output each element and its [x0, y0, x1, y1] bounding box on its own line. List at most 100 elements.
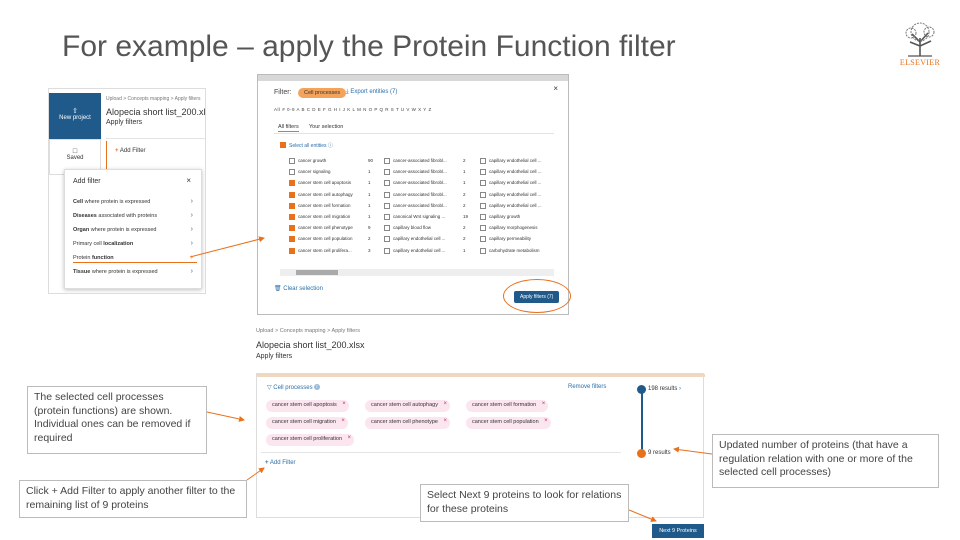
entity-checkbox[interactable] [384, 247, 390, 254]
close-icon[interactable]: × [186, 176, 191, 185]
entity-checkbox[interactable] [384, 180, 390, 187]
entity-checkbox[interactable] [384, 169, 390, 176]
tab-your-selection[interactable]: Your selection [309, 124, 344, 130]
filter-option-localization[interactable]: Primary cell localization› [73, 240, 193, 247]
entity-checkbox[interactable] [289, 202, 295, 209]
add-filter-label: Add Filter [119, 148, 146, 154]
entity-name: cancer-associated fibrobl... [393, 169, 447, 175]
filter-chip[interactable]: cancer stem cell phenotype× [365, 417, 450, 429]
entity-checkbox[interactable] [480, 236, 486, 243]
entity-checkbox[interactable] [480, 191, 486, 198]
filter-chip[interactable]: cancer stem cell migration× [266, 417, 348, 429]
entity-checkbox[interactable] [480, 202, 486, 209]
plus-icon: + [115, 148, 119, 154]
results-total[interactable]: 198 results › [648, 386, 682, 392]
entity-name: capillary growth [489, 214, 521, 219]
entity-name: capillary endothelial cell ... [489, 202, 542, 208]
remove-filters-link[interactable]: Remove filters [568, 384, 607, 390]
remove-icon: × [347, 435, 352, 441]
entity-checkbox[interactable] [289, 180, 295, 187]
callout-updated-count: Updated number of proteins (that have a … [712, 434, 939, 488]
export-entities-link[interactable]: ⤓ Export entities (7) [346, 89, 398, 95]
chevron-right-icon: › [190, 226, 193, 233]
info-icon: ⓘ [327, 143, 333, 149]
filter-option-tissue[interactable]: Tissue where protein is expressed› [73, 268, 193, 275]
entity-name: capillary endothelial cell ... [489, 158, 542, 163]
filter-chip[interactable]: cancer stem cell apoptosis× [266, 400, 349, 412]
tab-all-filters[interactable]: All filters [278, 124, 299, 132]
entity-checkbox[interactable] [289, 158, 295, 164]
alphabet-index[interactable]: All # 0-9 A B C D E F G H I J K L M N O … [274, 107, 432, 112]
dialog-title: Add filter [73, 178, 101, 185]
entity-checkbox[interactable] [480, 247, 486, 254]
chevron-right-icon: › [190, 268, 193, 275]
entity-name: cancer stem cell autophagy [298, 191, 353, 197]
entity-checkbox[interactable] [384, 158, 390, 164]
filter-chip[interactable]: cancer stem cell population× [466, 417, 551, 429]
entity-checkbox[interactable] [289, 236, 295, 243]
clear-selection-link[interactable]: 🗑 Clear selection [274, 286, 323, 292]
entity-checkbox[interactable] [384, 236, 390, 243]
scrollbar-thumb[interactable] [296, 270, 338, 275]
select-all-link[interactable]: Select all entities ⓘ [289, 143, 333, 149]
entity-checkbox[interactable] [289, 169, 295, 176]
filter-option-cell[interactable]: Cell where protein is expressed› [73, 198, 193, 205]
entity-name: cancer signaling [298, 169, 331, 175]
remove-icon: × [341, 418, 345, 424]
remove-icon: × [342, 401, 346, 407]
entity-name: capillary endothelial cell ... [393, 236, 446, 242]
entity-checkbox[interactable] [480, 158, 486, 164]
add-filter-link[interactable]: + Add Filter [265, 460, 296, 466]
start-node [637, 385, 646, 394]
entity-count: 1 [463, 180, 466, 186]
filter-chip[interactable]: cancer stem cell proliferation× [266, 434, 355, 446]
entity-name: capillary endothelial cell ... [489, 180, 542, 186]
filter-option-organ[interactable]: Organ where protein is expressed› [73, 226, 193, 233]
entity-count: 2 [463, 225, 466, 231]
file-title: Alopecia short list_200.xlsx [106, 107, 206, 117]
active-filter-chip[interactable]: Cell processes [298, 88, 347, 98]
entity-count: 9 [368, 225, 371, 231]
entity-checkbox[interactable] [289, 191, 295, 198]
entity-name: capillary endothelial cell ... [393, 247, 446, 253]
entity-checkbox[interactable] [384, 214, 390, 220]
results-filtered[interactable]: 9 results [648, 450, 671, 456]
select-all-checkbox[interactable] [280, 142, 286, 148]
entity-count: 2 [368, 236, 371, 242]
callout-add-filter: Click + Add Filter to apply another filt… [19, 480, 247, 518]
entity-checkbox[interactable] [289, 247, 295, 254]
filter-option-protein-function[interactable]: Protein function› [73, 254, 197, 263]
entity-count: 1 [368, 202, 371, 208]
filter-option-diseases[interactable]: Diseases associated with proteins› [73, 212, 193, 219]
next-proteins-button[interactable]: Next 9 Proteins [652, 524, 704, 538]
close-icon[interactable]: × [553, 84, 558, 93]
entity-checkbox[interactable] [480, 214, 486, 220]
saved-label: Saved [66, 155, 84, 161]
slide-title: For example – apply the Protein Function… [62, 30, 676, 63]
entity-checkbox[interactable] [289, 214, 295, 220]
entity-checkbox[interactable] [480, 225, 486, 232]
entity-name: capillary morphogenesis [489, 225, 538, 231]
entity-checkbox[interactable] [384, 202, 390, 209]
entity-checkbox[interactable] [384, 191, 390, 198]
filter-chip[interactable]: cancer stem cell formation× [466, 400, 549, 412]
entity-checkbox[interactable] [289, 225, 295, 232]
entity-count: 1 [368, 180, 371, 186]
entity-count: 2 [463, 236, 466, 242]
entity-name: carbohydrate metabolism [489, 247, 540, 253]
new-project-button[interactable]: ⇧ New project [49, 93, 101, 139]
entity-name: capillary permeability [489, 236, 532, 242]
add-filter-link[interactable]: + Add Filter [115, 148, 146, 154]
entity-checkbox[interactable] [384, 225, 390, 232]
tree-logo-icon [900, 20, 940, 58]
remove-icon: × [544, 418, 548, 424]
horizontal-scrollbar[interactable] [280, 269, 554, 276]
entity-checkbox[interactable] [480, 180, 486, 187]
entity-checkbox[interactable] [480, 169, 486, 176]
filter-chip[interactable]: cancer stem cell autophagy× [365, 400, 450, 412]
